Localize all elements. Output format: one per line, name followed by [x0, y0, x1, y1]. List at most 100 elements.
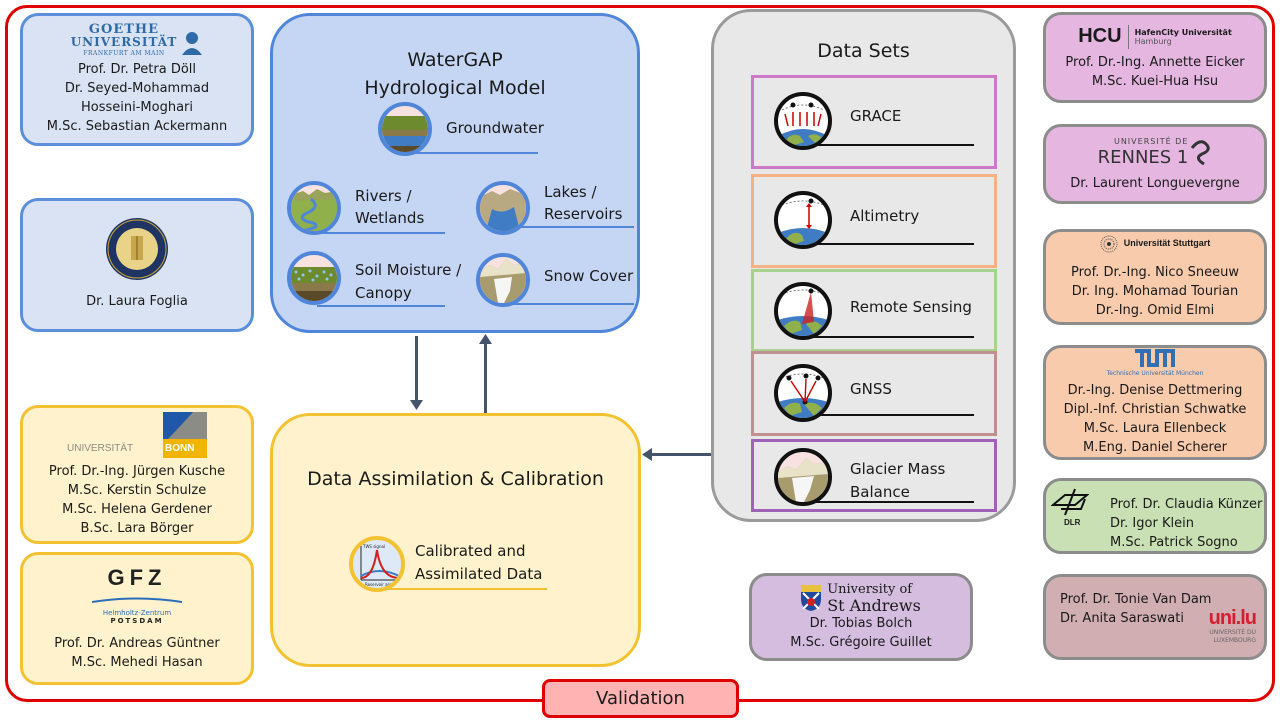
partner-hcu: HCU HafenCity Universität Hamburg Prof. … — [1043, 12, 1267, 103]
watergap-model-box: WaterGAP Hydrological Model Groundwater … — [270, 13, 640, 333]
output-label-line2: Assimilated Data — [415, 565, 543, 583]
person-name: B.Sc. Lara Börger — [80, 520, 194, 536]
rennes-logo: UNIVERSITÉ DE RENNES 1 — [1098, 136, 1213, 168]
arrow-left-head-icon — [642, 448, 652, 461]
person-name: M.Sc. Kuei-Hua Hsu — [1091, 73, 1219, 89]
tum-logo-mark-icon — [1134, 348, 1175, 367]
person-name: M.Sc. Helena Gerdener — [62, 501, 212, 517]
icon-text-top: TWS signal — [362, 544, 385, 549]
standrews-logo: University of St Andrews — [801, 582, 921, 614]
ucdavis-seal-icon — [106, 217, 168, 280]
output-label: Calibrated and Assimilated Data — [415, 540, 542, 586]
person-name: Dr. Ing. Mohamad Tourian — [1071, 284, 1239, 299]
arrow-down-head-icon — [410, 400, 423, 410]
grace-satellite-icon — [774, 92, 832, 150]
dlr-people: Prof. Dr. Claudia Künzer Dr. Igor Klein … — [1110, 495, 1262, 552]
person-name: M.Sc. Mehedi Hasan — [71, 654, 203, 670]
person-name: M.Sc. Grégoire Guillet — [790, 635, 932, 650]
dlr-logo-mark-icon — [1050, 488, 1090, 516]
person-name: Prof. Dr. Claudia Künzer — [1110, 497, 1263, 512]
arrow-model-to-assimilation — [415, 336, 418, 404]
person-name: Hosseini-Moghari — [80, 99, 193, 115]
soil-moisture-icon — [287, 251, 341, 305]
arrow-up-head-icon — [479, 334, 492, 344]
output-label-line1: Calibrated and — [415, 542, 526, 560]
standrews-logo-line2: St Andrews — [827, 596, 921, 615]
goethe-logo: GOETHE UNIVERSITÄT FRANKFURT AM MAIN — [71, 21, 204, 60]
component-label-line1: Lakes / — [544, 183, 597, 201]
lakes-reservoirs-icon — [476, 181, 530, 235]
stuttgart-emblem-icon — [1100, 235, 1118, 252]
dataset-label: Remote Sensing — [850, 298, 972, 316]
rennes-logo-main: RENNES 1 — [1097, 146, 1189, 168]
bonn-logo-mark-icon — [163, 411, 207, 444]
goethe-logo-line1: GOETHE — [88, 21, 160, 37]
bonn-logo-left-text: UNIVERSITÄT — [67, 442, 134, 454]
person-name: Dr.-Ing. Denise Dettmering — [1067, 382, 1243, 398]
validation-label: Validation — [542, 679, 739, 718]
dataset-glacier-mass-balance: Glacier Mass Balance — [751, 439, 997, 512]
component-label-line2: Canopy — [355, 284, 412, 302]
dataset-label-line2: Balance — [850, 483, 910, 501]
person-name: M.Sc. Patrick Sogno — [1110, 535, 1238, 550]
person-name: M.Sc. Laura Ellenbeck — [1083, 420, 1227, 436]
dataset-underline — [804, 336, 974, 338]
component-label-line1: Rivers / — [355, 187, 412, 205]
gfz-swoosh-icon — [91, 597, 183, 603]
partner-gfz: GFZ Helmholtz-Zentrum POTSDAM Prof. Dr. … — [20, 552, 254, 685]
person-name: Prof. Dr.-Ing. Nico Sneeuw — [1070, 265, 1240, 280]
luxembourg-logo-main: uni.lu — [1208, 607, 1257, 629]
person-name: M.Sc. Sebastian Ackermann — [46, 118, 228, 134]
partner-goethe: GOETHE UNIVERSITÄT FRANKFURT AM MAIN Pro… — [20, 13, 254, 146]
validation-text: Validation — [596, 688, 685, 709]
data-assimilation-box: Data Assimilation & Calibration TWS sign… — [270, 413, 641, 667]
dataset-altimetry: Altimetry — [751, 174, 997, 268]
luxembourg-logo-sub1: UNIVERSITÉ DU — [1209, 629, 1256, 636]
gfz-logo: GFZ Helmholtz-Zentrum POTSDAM — [91, 565, 183, 626]
remote-sensing-satellite-icon — [774, 282, 832, 340]
component-underline — [506, 303, 634, 305]
bonn-logo-right-text: BONN — [163, 438, 207, 458]
person-name: Prof. Dr.-Ing. Annette Eicker — [1065, 54, 1245, 70]
person-name: Dr.-Ing. Omid Elmi — [1095, 303, 1215, 318]
hcu-logo-divider — [1127, 24, 1129, 49]
arrow-datasets-to-assimilation — [650, 453, 712, 456]
tum-logo: Technische Universität München — [1106, 348, 1204, 379]
component-underline — [506, 226, 634, 228]
person-name: Dr. Seyed-Mohammad — [64, 80, 210, 96]
rennes-logo-sub: UNIVERSITÉ DE — [1113, 136, 1189, 146]
partner-st-andrews: University of St Andrews Dr. Tobias Bolc… — [749, 573, 973, 661]
dataset-underline — [804, 243, 974, 245]
component-label: Snow Cover — [544, 267, 634, 285]
dataset-underline — [804, 414, 974, 416]
dataset-underline — [804, 501, 974, 503]
assimilation-title: Data Assimilation & Calibration — [307, 468, 604, 490]
datasets-title: Data Sets — [817, 40, 910, 62]
datasets-box: Data Sets GRACE Altimetry Remote Sensing… — [711, 9, 1016, 522]
dataset-remote-sensing: Remote Sensing — [751, 269, 997, 352]
dlr-logo: DLR — [1050, 487, 1090, 527]
rennes-ermine-icon — [1191, 139, 1211, 165]
model-title-line1: WaterGAP — [407, 49, 503, 71]
person-name: M.Sc. Kerstin Schulze — [67, 482, 207, 498]
dlr-logo-text: DLR — [1064, 518, 1081, 527]
dataset-label-line1: Glacier Mass — [850, 460, 946, 478]
glacier-icon — [774, 448, 832, 506]
component-label-line1: Soil Moisture / — [355, 261, 462, 279]
partner-dlr: DLR Prof. Dr. Claudia Künzer Dr. Igor Kl… — [1043, 478, 1267, 554]
goethe-logo-line3: FRANKFURT AM MAIN — [83, 49, 165, 57]
hcu-logo-sub2: Hamburg — [1134, 36, 1172, 46]
partner-tum: Technische Universität München Dr.-Ing. … — [1043, 345, 1267, 460]
output-underline — [377, 588, 547, 590]
standrews-crest-icon — [801, 585, 822, 611]
dataset-label: Altimetry — [850, 207, 920, 225]
dataset-label: Glacier Mass Balance — [850, 458, 945, 504]
icon-text-bottom: Reservoir area — [365, 582, 395, 587]
dataset-grace: GRACE — [751, 75, 997, 169]
person-name: Dr. Igor Klein — [1110, 516, 1194, 531]
tum-logo-sub: Technische Universität München — [1106, 369, 1204, 377]
person-name: Prof. Dr. Tonie Van Dam — [1060, 592, 1212, 607]
luxembourg-logo-sub2: LUXEMBOURG — [1213, 637, 1256, 644]
dataset-label: GNSS — [850, 380, 892, 398]
groundwater-icon — [378, 102, 432, 156]
